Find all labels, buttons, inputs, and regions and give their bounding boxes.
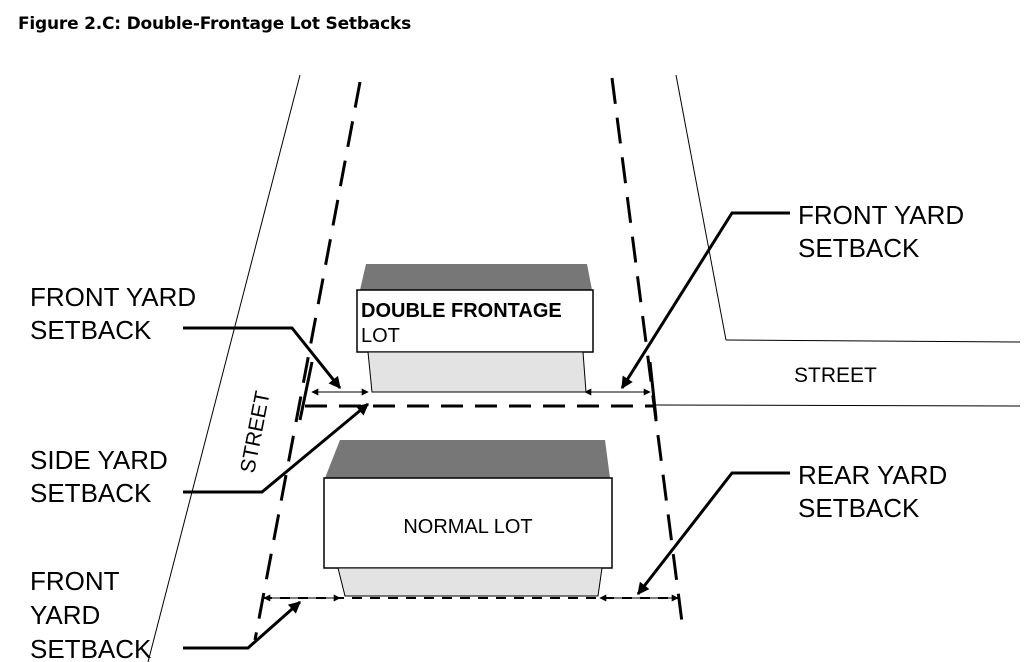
normal-lot-base (337, 567, 603, 597)
double-frontage-lot-roof (360, 264, 592, 290)
leader-front-yard-bottom (183, 600, 301, 650)
callout-rear-yard-line2: SETBACK (798, 493, 920, 523)
callout-front-yard-left: FRONT YARD SETBACK (30, 282, 196, 345)
setback-line-left-top (298, 361, 314, 421)
leader-front-yard-left (183, 326, 342, 389)
callout-side-yard: SIDE YARD SETBACK (30, 445, 168, 508)
setback-line-right-top (648, 361, 658, 419)
street-edge-right-upper (675, 74, 727, 341)
callout-rear-yard: REAR YARD SETBACK (798, 460, 947, 523)
normal-lot-roof (325, 440, 610, 478)
double-frontage-lot-label-line1: DOUBLE FRONTAGE (361, 300, 562, 322)
street-edge-right-top (725, 339, 1021, 343)
callout-front-yard-bottom-line3: SETBACK (30, 634, 152, 662)
street-label-right: STREET (794, 364, 877, 387)
double-frontage-lot-base (367, 351, 587, 393)
callout-front-yard-bottom-line1: FRONT (30, 566, 120, 596)
leader-front-yard-right (620, 211, 790, 390)
normal-lot-face (323, 477, 613, 569)
callout-side-yard-line1: SIDE YARD (30, 445, 168, 475)
lot-line-left (253, 81, 362, 641)
figure-title: Figure 2.C: Double-Frontage Lot Setbacks (18, 14, 412, 34)
normal-lot-label: NORMAL LOT (403, 516, 532, 538)
street-edge-right-bottom (654, 404, 1021, 407)
leader-rear-yard (636, 471, 790, 595)
street-label-left: STREET (236, 389, 274, 475)
callout-front-yard-right-line1: FRONT YARD (798, 200, 964, 230)
normal-lot-building: NORMAL LOT (323, 440, 613, 597)
callout-front-yard-left-line1: FRONT YARD (30, 282, 196, 312)
leader-side-yard (183, 402, 369, 494)
callout-front-yard-right-line2: SETBACK (798, 233, 920, 263)
street-edge-left (147, 74, 301, 662)
double-frontage-lot-building: DOUBLE FRONTAGE LOT (356, 264, 594, 393)
callout-rear-yard-line1: REAR YARD (798, 460, 947, 490)
callout-side-yard-line2: SETBACK (30, 478, 152, 508)
callout-front-yard-right: FRONT YARD SETBACK (798, 200, 964, 263)
lot-line-right (610, 77, 685, 631)
callout-front-yard-left-line2: SETBACK (30, 315, 152, 345)
callout-front-yard-bottom: FRONT YARD SETBACK (30, 566, 152, 662)
double-frontage-lot-label-line2: LOT (361, 325, 400, 347)
callout-front-yard-bottom-line2: YARD (30, 600, 100, 630)
double-frontage-lot-face (356, 289, 594, 353)
